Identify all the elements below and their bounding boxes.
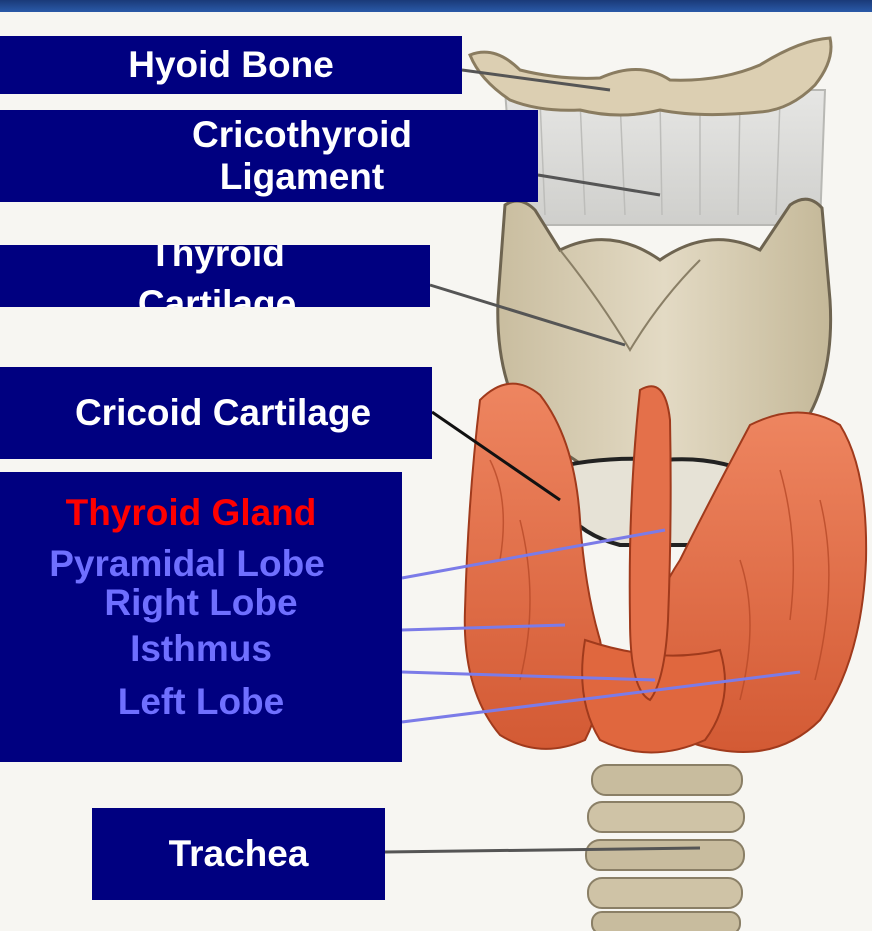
label-trachea: Trachea — [92, 808, 385, 900]
thyroid-gland-shape — [465, 384, 866, 753]
label-cricothyroid-text: Cricothyroid — [66, 114, 538, 156]
label-cricoid-cartilage-text: Cricoid Cartilage — [14, 367, 432, 459]
label-thyroid-text: Thyroid — [4, 245, 430, 279]
label-cartilage-text: Cartilage — [4, 279, 430, 307]
hyoid-bone-shape — [470, 38, 831, 115]
label-left-lobe: Left Lobe — [0, 679, 402, 724]
label-cricothyroid-ligament: Cricothyroid Ligament — [0, 110, 538, 202]
label-hyoid-bone-text: Hyoid Bone — [0, 36, 462, 94]
label-thyroid-cartilage: Thyroid Cartilage — [0, 245, 430, 307]
label-thyroid-gland: Thyroid Gland — [0, 490, 402, 535]
label-isthmus: Isthmus — [0, 626, 402, 671]
label-right-lobe: Right Lobe — [0, 580, 402, 625]
label-thyroid-gland-group: Thyroid Gland Pyramidal Lobe Right Lobe … — [0, 472, 402, 762]
label-trachea-text: Trachea — [92, 808, 385, 900]
label-cricoid-cartilage: Cricoid Cartilage — [0, 367, 432, 459]
label-hyoid-bone: Hyoid Bone — [0, 36, 462, 94]
label-ligament-text: Ligament — [66, 156, 538, 198]
